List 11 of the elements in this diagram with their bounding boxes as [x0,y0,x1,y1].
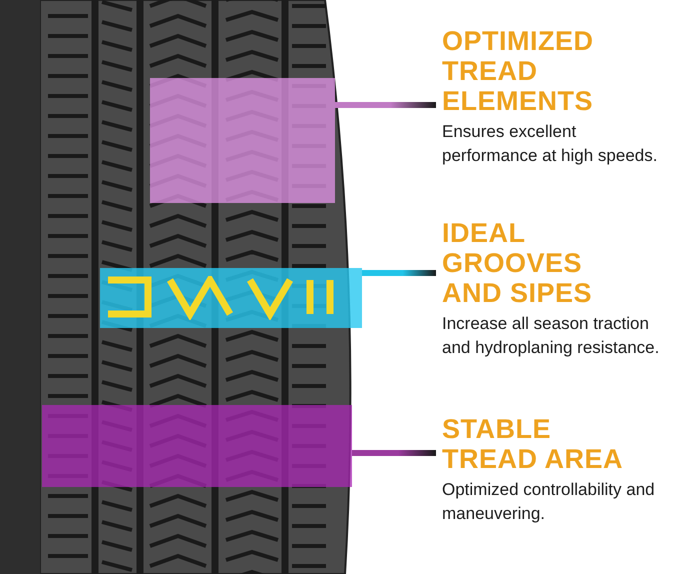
callout-description: Ensures excellent performance at high speeds. [442,121,658,167]
leader-line [335,102,436,108]
highlighted-tread-zone [150,78,335,203]
leader-line [362,270,436,276]
callout-heading: OPTIMIZED TREAD ELEMENTS [442,26,594,116]
callout-heading: IDEAL GROOVES AND SIPES [442,218,594,308]
callout-description: Optimized controllability and maneuvering. [442,479,656,525]
callout-description: Increase all season traction and hydroplaning resistance. [442,313,660,359]
highlighted-tread-zone [42,405,352,487]
callout-heading: STABLE TREAD AREA [442,414,624,474]
leader-line [352,450,436,456]
